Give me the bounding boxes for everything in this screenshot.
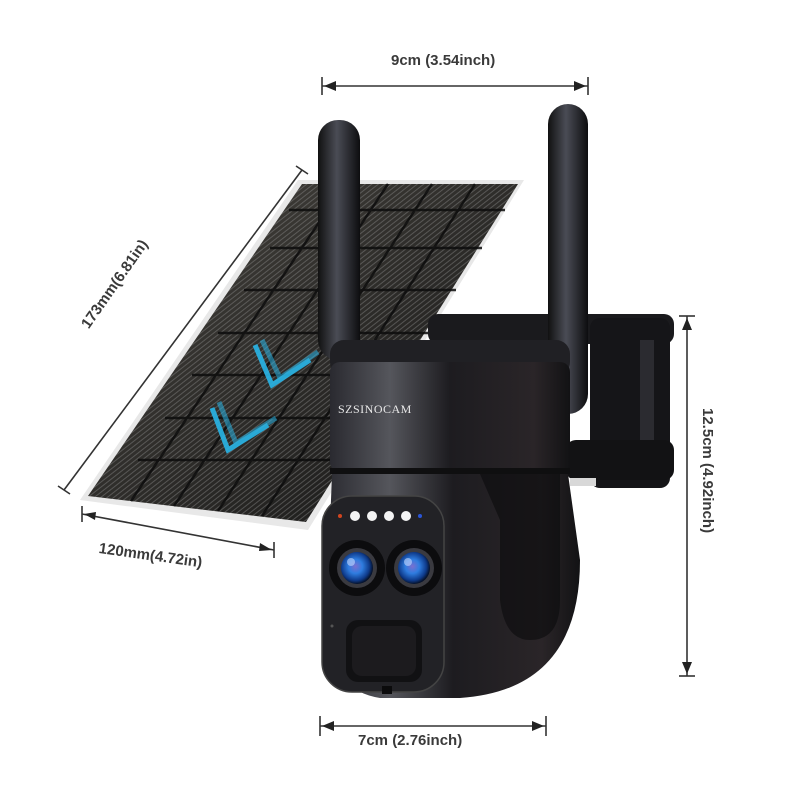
dimension-top-width: 9cm (3.54inch) [391,52,496,69]
charging-arrow-icons [209,338,320,454]
ir-led-strip [338,511,422,521]
dual-lens [329,540,442,596]
antennas [318,104,588,414]
dimension-height: 12.5cm (4.92inch) [699,408,716,534]
solar-panel [80,180,524,530]
brand-logo: SZSINOCAM [338,402,412,416]
dimension-bottom-width: 7cm (2.76inch) [358,732,463,749]
camera-body [321,340,580,698]
dimension-lines [57,77,695,736]
